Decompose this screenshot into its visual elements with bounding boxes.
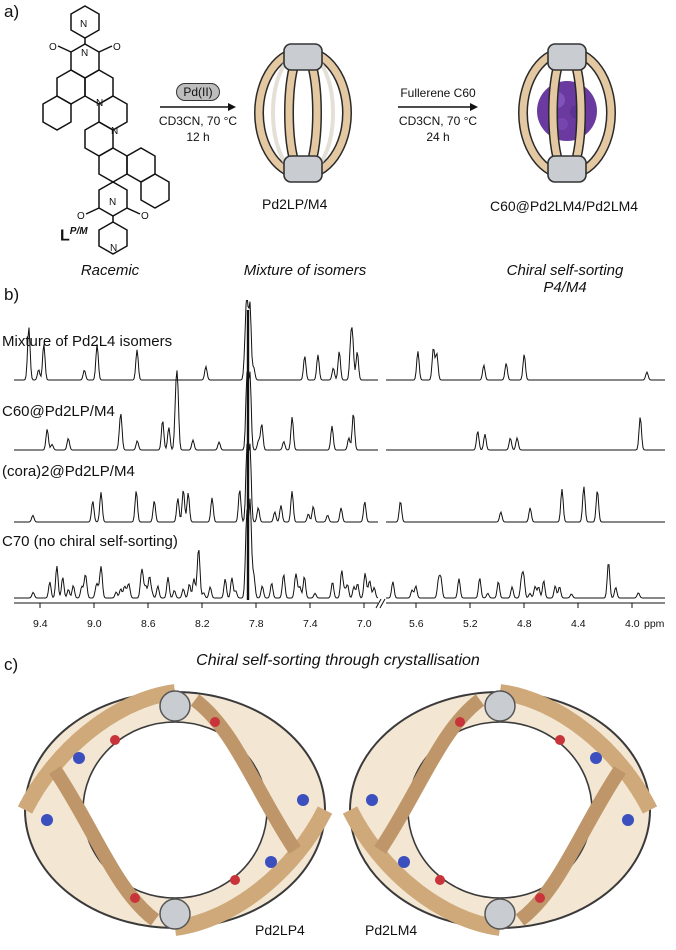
tick-label: 4.8 — [517, 618, 532, 630]
tick-label: 4.0 — [625, 618, 640, 630]
spectrum-trace-1 — [14, 300, 665, 381]
crystal-structure-p — [17, 684, 333, 936]
product-label: C60@Pd2LM4/Pd2LM4 — [490, 198, 639, 214]
tick-label: 5.6 — [409, 618, 424, 630]
spectrum-trace-3 — [14, 443, 665, 523]
caption-chiral: Chiral self-sorting — [506, 262, 624, 279]
tick-label: 9.4 — [33, 618, 48, 630]
trace-label-1: Mixture of Pd2L4 isomers — [2, 333, 173, 350]
cage-cartoon — [254, 43, 352, 183]
fullerene-icon — [537, 81, 597, 141]
tick-label: 7.8 — [249, 618, 264, 630]
crystal-structure-m — [342, 684, 658, 936]
crystal-label-p: Pd2LP4 — [255, 922, 305, 938]
tick-label: 8.2 — [195, 618, 210, 630]
host-guest-cartoon — [518, 43, 616, 183]
svg-text:O: O — [141, 211, 149, 222]
svg-text:O: O — [113, 42, 121, 53]
palladium-node-icon — [283, 43, 323, 71]
cage-label: Pd2LP/M4 — [262, 196, 328, 212]
palladium-atom-icon — [484, 690, 516, 722]
svg-text:N: N — [109, 197, 116, 208]
palladium-node-icon — [547, 43, 587, 71]
crystal-structures — [17, 684, 658, 936]
svg-text:N: N — [81, 48, 88, 59]
tick-label: 5.2 — [463, 618, 478, 630]
step2-solvent: CD3CN, 70 °C — [398, 114, 478, 128]
step1-reagent: Pd(II) — [150, 83, 246, 101]
panel-label-a: a) — [4, 2, 20, 21]
ligand-structure — [42, 5, 170, 255]
tick-label: 4.4 — [571, 618, 586, 630]
tick-label: 7.4 — [303, 618, 318, 630]
crystal-title: Chiral self-sorting through crystallisat… — [196, 652, 480, 669]
tick-label: 9.0 — [87, 618, 102, 630]
axis-unit: ppm — [644, 618, 665, 630]
svg-text:O: O — [77, 211, 85, 222]
caption-p4m4: P4/M4 — [543, 279, 587, 296]
palladium-node-icon — [283, 155, 323, 183]
step1-time: 12 h — [186, 130, 210, 144]
svg-text:N: N — [96, 98, 103, 109]
panel-label-b: b) — [4, 285, 20, 304]
tick-label: 8.6 — [141, 618, 156, 630]
svg-text:N: N — [80, 19, 87, 30]
caption-mixture: Mixture of isomers — [243, 262, 367, 279]
step2-time: 24 h — [426, 130, 450, 144]
trace-label-3: (cora)2@Pd2LP/M4 — [2, 463, 135, 480]
trace-label-4: C70 (no chiral self-sorting) — [2, 533, 178, 550]
palladium-atom-icon — [159, 690, 191, 722]
palladium-atom-icon — [484, 898, 516, 930]
caption-racemic: Racemic — [80, 262, 140, 279]
ligand-label: LP/M — [60, 226, 88, 245]
tick-label: 7.0 — [357, 618, 372, 630]
trace-label-2: C60@Pd2LP/M4 — [2, 403, 115, 420]
svg-text:N: N — [110, 243, 117, 254]
svg-text:O: O — [49, 42, 57, 53]
step2-reagent: Fullerene C60 — [400, 86, 476, 100]
nmr-spectra — [14, 300, 665, 609]
svg-text:N: N — [111, 126, 118, 137]
reaction-scheme: N N O O N N N O O N — [42, 5, 616, 255]
step1-solvent: CD3CN, 70 °C — [158, 114, 238, 128]
panel-label-c: c) — [4, 655, 19, 674]
palladium-atom-icon — [159, 898, 191, 930]
spectrum-trace-2 — [14, 370, 665, 451]
crystal-label-m: Pd2LM4 — [365, 922, 418, 938]
spectrum-trace-4 — [14, 498, 665, 599]
palladium-node-icon — [547, 155, 587, 183]
